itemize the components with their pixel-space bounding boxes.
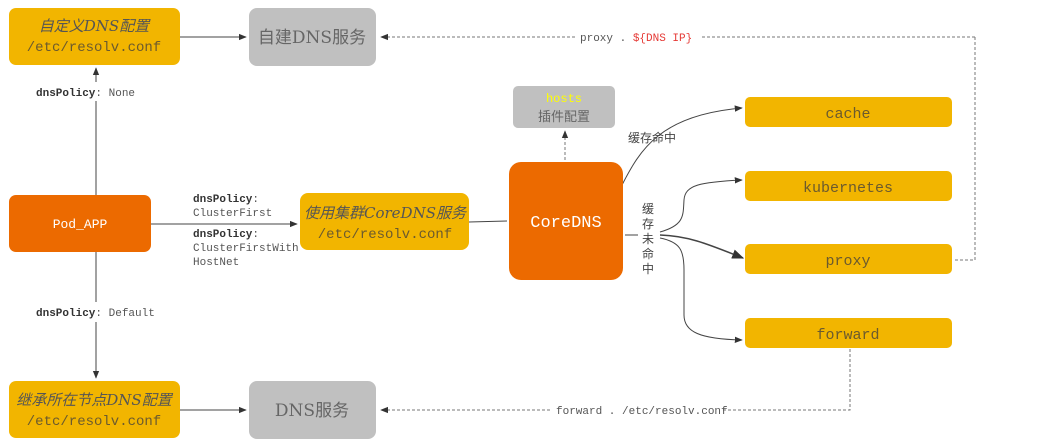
node-hosts-plugin: hosts 插件配置 (513, 86, 615, 128)
char: 缓 (642, 202, 654, 216)
label-dnspolicy-none: dnsPolicy: None (36, 88, 135, 100)
node-title: 自定义DNS配置 (39, 17, 151, 35)
char: 未 (642, 232, 654, 246)
label-dnspolicy-default: dnsPolicy: Default (36, 308, 155, 320)
node-label: CoreDNS (530, 214, 601, 233)
plugin-label: forward (816, 327, 879, 344)
plugin-label: kubernetes (803, 180, 893, 197)
label-clusterfirsthost-value2: HostNet (193, 257, 239, 269)
label-clusterfirst-key: dnsPolicy: (193, 194, 259, 206)
node-inherit-dns: 继承所在节点DNS配置 /etc/resolv.conf (9, 381, 180, 438)
node-path: /etc/resolv.conf (318, 227, 452, 243)
char: 存 (642, 217, 654, 231)
edge-proxy-upstream-c (953, 37, 976, 261)
label-cache-hit: 缓存命中 (628, 130, 676, 145)
plugin-forward: forward (745, 318, 952, 348)
node-pod-app: Pod_APP (9, 195, 151, 252)
node-name: hosts (546, 92, 582, 106)
edge-to-forward (659, 237, 743, 344)
connectors (92, 33, 976, 414)
label-clusterfirsthost-key: dnsPolicy: (193, 229, 259, 241)
edge-to-kubernetes (659, 177, 743, 233)
node-cluster-dns: 使用集群CoreDNS服务 /etc/resolv.conf (300, 193, 469, 250)
edge-cache-hit (621, 105, 743, 186)
node-title: 继承所在节点DNS配置 (16, 391, 173, 409)
plugin-kubernetes: kubernetes (745, 171, 952, 201)
plugin-proxy: proxy (745, 244, 952, 274)
label-clusterfirsthost-value1: ClusterFirstWith (193, 243, 299, 255)
label-clusterfirst-value: ClusterFirst (193, 208, 272, 220)
node-title: 使用集群CoreDNS服务 (304, 204, 468, 222)
node-path: /etc/resolv.conf (27, 40, 161, 56)
node-label: 插件配置 (538, 110, 590, 125)
plugin-label: proxy (825, 253, 870, 270)
node-self-dns: 自建DNS服务 (249, 8, 376, 66)
node-path: /etc/resolv.conf (27, 414, 161, 430)
node-label: Pod_APP (53, 217, 108, 232)
node-custom-dns: 自定义DNS配置 /etc/resolv.conf (9, 8, 180, 65)
node-label: 自建DNS服务 (258, 28, 366, 48)
node-coredns: CoreDNS (509, 162, 623, 280)
node-label: DNS服务 (275, 401, 349, 421)
edge-to-proxy (659, 234, 745, 259)
plugin-label: cache (825, 106, 870, 123)
node-dns-service: DNS服务 (249, 381, 376, 439)
label-proxy-upstream: proxy . ${DNS IP} (580, 33, 692, 45)
edge-forward-upstream-a (722, 349, 851, 411)
char: 中 (642, 261, 654, 276)
edge-cluster-coredns (468, 220, 508, 223)
plugin-cache: cache (745, 97, 952, 127)
label-cache-miss: 缓 存 未 命 中 (642, 202, 654, 276)
char: 命 (642, 246, 654, 261)
label-forward-upstream: forward . /etc/resolv.conf (556, 406, 728, 418)
